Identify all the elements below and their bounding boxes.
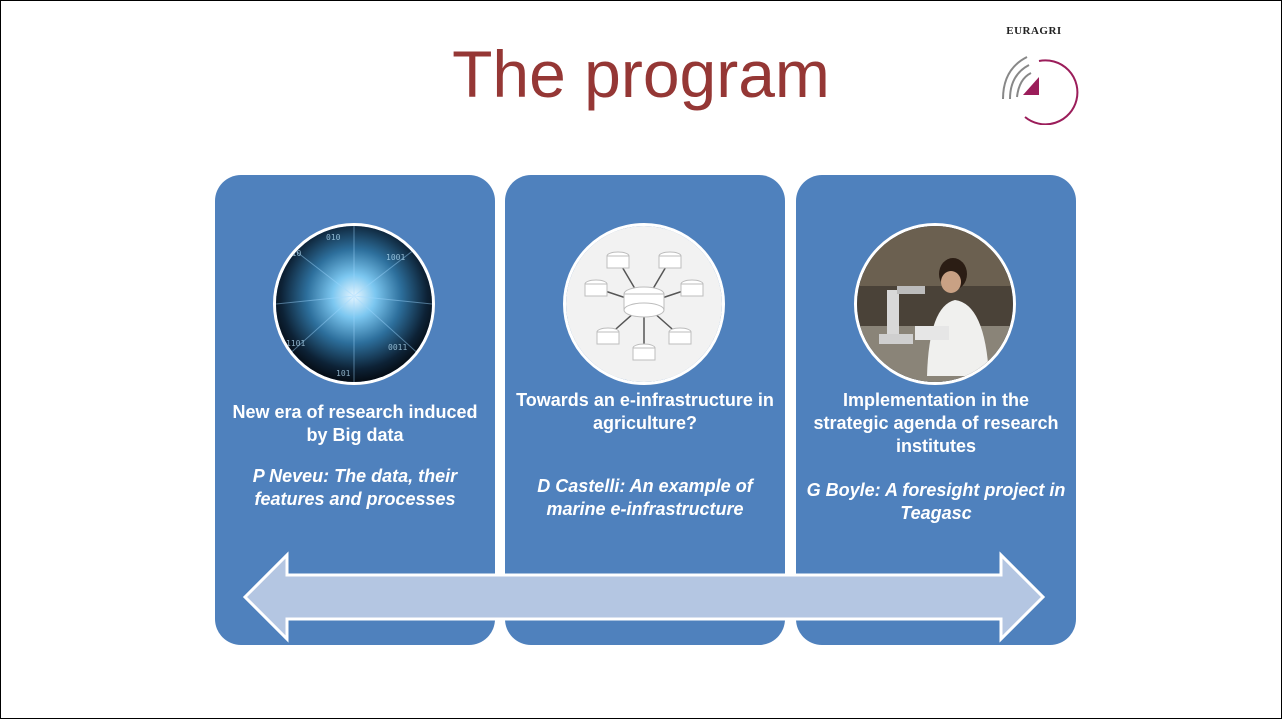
card-3-speaker: G Boyle: A foresight project in Teagasc xyxy=(806,480,1066,523)
card-2-speaker: D Castelli: An example of marine e-infra… xyxy=(537,476,753,519)
network-database-image xyxy=(563,223,725,385)
slide-title: The program xyxy=(452,37,830,111)
logo-text: EURAGRI xyxy=(1006,25,1062,37)
card-1-heading: New era of research induced by Big data xyxy=(232,402,478,445)
svg-text:1101: 1101 xyxy=(286,339,305,348)
svg-text:0011: 0011 xyxy=(388,343,407,352)
euragri-logo: EURAGRI xyxy=(979,25,1089,125)
logo-arcs-icon xyxy=(1002,56,1079,125)
svg-text:010: 010 xyxy=(326,233,341,242)
svg-text:0110: 0110 xyxy=(282,249,301,258)
double-headed-arrow-icon xyxy=(242,551,1046,643)
svg-text:1001: 1001 xyxy=(386,253,405,262)
program-card-3: Implementation in the strategic agenda o… xyxy=(796,175,1076,645)
program-card-1: 0110 1001 1101 0011 010 101 New era of rese… xyxy=(215,175,495,645)
svg-text:101: 101 xyxy=(336,369,351,378)
card-1-speaker: P Neveu: The data, their features and pr… xyxy=(252,466,458,509)
binary-data-tunnel-image: 0110 1001 1101 0011 010 101 xyxy=(273,223,435,385)
card-2-heading: Towards an e-infrastructure in agricultu… xyxy=(516,390,774,433)
program-card-2: Towards an e-infrastructure in agricultu… xyxy=(505,175,785,645)
card-3-heading: Implementation in the strategic agenda o… xyxy=(813,390,1059,456)
laboratory-microscope-image xyxy=(854,223,1016,385)
